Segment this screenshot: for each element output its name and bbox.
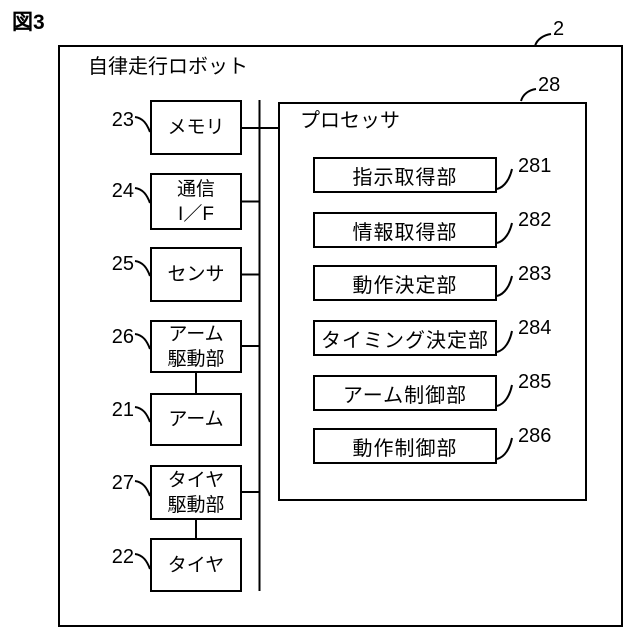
ref-22-leader	[134, 553, 151, 570]
ref-285-leader	[496, 384, 513, 407]
ref-24-leader	[134, 187, 151, 204]
ref-284: 284	[518, 317, 552, 339]
ref-2: 2	[553, 18, 565, 40]
ref-26: 26	[111, 326, 134, 348]
ref-284-leader	[496, 330, 513, 353]
arm-drive-unit-box: アーム 駆動部	[150, 320, 242, 373]
ref-28: 28	[538, 74, 561, 96]
ref-23: 23	[111, 109, 134, 131]
ref-24: 24	[111, 180, 134, 202]
timing-decision-unit-box: タイミング決定部	[313, 320, 497, 356]
ref-286-leader	[496, 437, 513, 460]
robot-system-box	[58, 45, 623, 627]
ref-281-leader	[496, 168, 513, 190]
operation-control-unit-box: 動作制御部	[313, 428, 497, 464]
processor-box	[278, 102, 587, 501]
ref-285: 285	[518, 371, 552, 393]
ref-2-leader	[534, 33, 552, 47]
processor-title: プロセッサ	[300, 110, 400, 132]
ref-26-leader	[134, 333, 151, 350]
robot-system-title: 自律走行ロボット	[88, 56, 248, 78]
ref-25: 25	[111, 253, 134, 275]
instruction-acquisition-unit-box: 指示取得部	[313, 157, 497, 193]
ref-286: 286	[518, 425, 552, 447]
operation-decision-unit-box: 動作決定部	[313, 265, 497, 301]
tire-drive-unit-box: タイヤ 駆動部	[150, 465, 242, 520]
ref-282-leader	[496, 222, 513, 244]
sensor-box: センサ	[150, 247, 242, 302]
memory-box: メモリ	[150, 100, 242, 155]
ref-283-leader	[496, 275, 513, 297]
arm-box: アーム	[150, 393, 242, 446]
ref-23-leader	[134, 116, 151, 133]
ref-282: 282	[518, 209, 552, 231]
ref-21-leader	[134, 406, 151, 423]
ref-283: 283	[518, 263, 552, 285]
information-acquisition-unit-box: 情報取得部	[313, 212, 497, 248]
ref-281: 281	[518, 155, 552, 177]
ref-27-leader	[134, 480, 151, 497]
ref-27: 27	[111, 472, 134, 494]
ref-22: 22	[111, 546, 134, 568]
communication-if-box: 通信 I／F	[150, 173, 242, 230]
arm-control-unit-box: アーム制御部	[313, 375, 497, 411]
ref-21: 21	[111, 399, 134, 421]
ref-28-leader	[520, 88, 537, 102]
figure-label: 図3	[12, 11, 45, 34]
tire-box: タイヤ	[150, 538, 242, 592]
ref-25-leader	[134, 260, 151, 277]
